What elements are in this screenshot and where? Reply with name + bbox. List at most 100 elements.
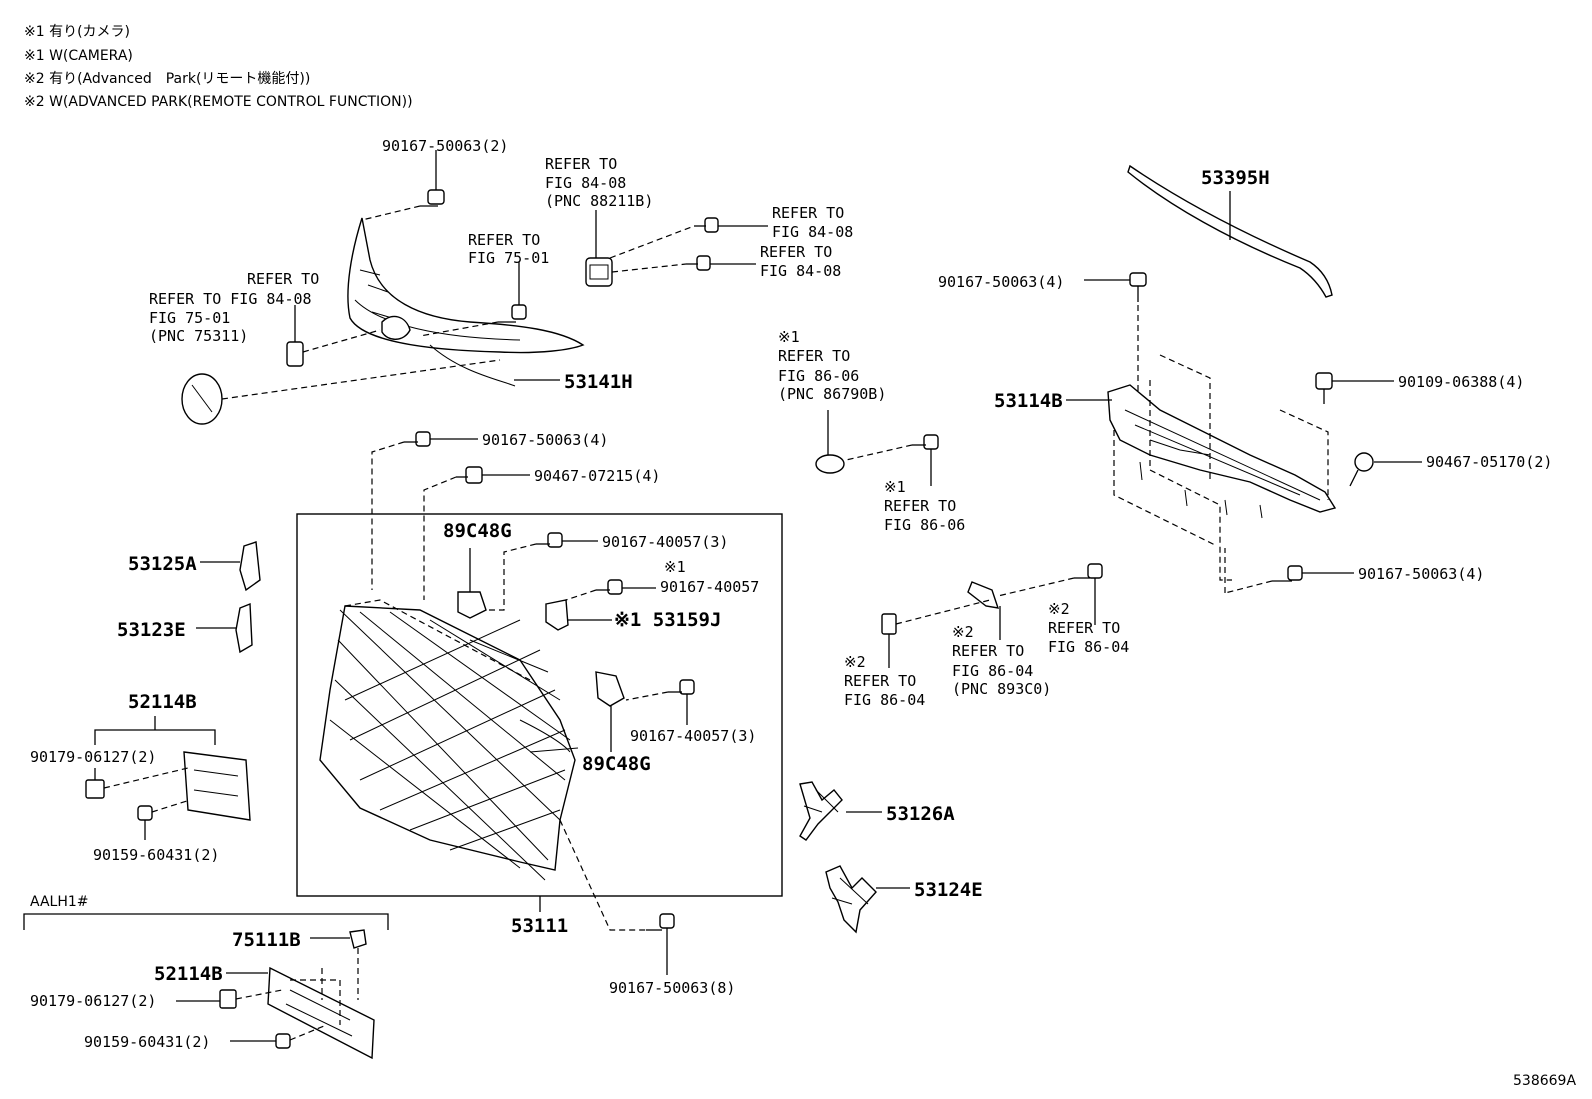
part-number-52114B-lower[interactable]: 52114B (154, 963, 223, 985)
clip-53123E-part[interactable] (235, 602, 253, 654)
part-number-53111[interactable]: 53111 (511, 915, 568, 937)
label-90159-60431-2-lower: 90159-60431(2) (84, 1033, 210, 1051)
label-90109-06388-4: 90109-06388(4) (1398, 373, 1524, 391)
label-90167-40057-3-upper: 90167-40057(3) (602, 533, 728, 551)
label-refer-to-8: REFER TO (1048, 619, 1120, 637)
figure-id: 538669A (1513, 1073, 1576, 1089)
label-fig-84-08-1: FIG 84-08 (545, 174, 626, 192)
front-emblem-part[interactable] (181, 373, 223, 425)
clip-75111B-part[interactable] (349, 929, 367, 949)
label-90167-40057-3-lower: 90167-40057(3) (630, 727, 756, 745)
bolt-90109-06388[interactable] (1315, 372, 1333, 404)
small-clip-note2[interactable] (881, 613, 897, 635)
label-fig-86-06-1: FIG 86-06 (778, 367, 859, 385)
part-number-53123E[interactable]: 53123E (117, 619, 186, 641)
screw-refer-86-04[interactable] (1074, 563, 1103, 579)
label-refer-to-1: REFER TO (545, 155, 617, 173)
screw-refer-86-06[interactable] (912, 434, 939, 450)
camera-sensor-part[interactable] (815, 454, 845, 474)
license-plate-bracket-upper[interactable] (183, 751, 251, 821)
label-fig-84-08-3: FIG 84-08 (760, 262, 841, 280)
screw-90167-50063-grille-top[interactable] (404, 431, 431, 447)
clip-53125A-part[interactable] (239, 541, 261, 592)
label-fig-75-01-1: FIG 75-01 (468, 249, 549, 267)
label-90179-06127-2-upper: 90179-06127(2) (30, 748, 156, 766)
sensor-bracket-note2[interactable] (967, 581, 1000, 609)
label-fig-86-04-3: FIG 86-04 (844, 691, 925, 709)
label-refer-to-6: REFER TO (778, 347, 850, 365)
part-number-89C48G-upper[interactable]: 89C48G (443, 520, 512, 542)
part-number-53395H[interactable]: 53395H (1201, 167, 1270, 189)
nut-90179-06127-upper[interactable] (85, 779, 105, 799)
upper-bumper-garnish-part[interactable] (347, 217, 585, 387)
bumper-bracket-part[interactable] (1107, 384, 1337, 519)
label-note1-screw: ※1 (884, 478, 906, 496)
label-refer-to-fig-84-08: REFER TO FIG 84-08 (149, 290, 312, 308)
label-note2-screw: ※2 (1048, 600, 1070, 618)
part-number-53126A[interactable]: 53126A (886, 803, 955, 825)
screw-90167-40057-upper[interactable] (536, 532, 563, 548)
bolt-90159-60431-lower[interactable] (275, 1033, 291, 1049)
label-refer-to-10: REFER TO (844, 672, 916, 690)
emblem-53126A-part[interactable] (799, 781, 843, 841)
screw-90167-40057-lower[interactable] (668, 679, 695, 695)
note-2-jp: ※2 有り(Advanced Park(リモート機能付)) (24, 71, 310, 87)
label-fig-84-08-2: FIG 84-08 (772, 223, 853, 241)
part-number-52114B-upper[interactable]: 52114B (128, 691, 197, 713)
sensor-bracket-89C48G-upper[interactable] (457, 591, 487, 619)
label-note1-sensor: ※1 (778, 328, 800, 346)
note-2-en: ※2 W(ADVANCED PARK(REMOTE CONTROL FUNCTI… (24, 94, 413, 110)
screw-90167-50063-8[interactable] (646, 913, 675, 931)
part-number-89C48G-lower[interactable]: 89C48G (582, 753, 651, 775)
sensor-bracket-89C48G-lower[interactable] (595, 671, 625, 707)
part-number-75111B[interactable]: 75111B (232, 929, 301, 951)
note-1-en: ※1 W(CAMERA) (24, 48, 133, 64)
label-90167-40057-note1: 90167-40057 (660, 578, 759, 596)
label-pnc-86790b: (PNC 86790B) (778, 385, 886, 403)
radiator-grille-part[interactable] (319, 605, 579, 881)
label-90159-60431-2-upper: 90159-60431(2) (93, 846, 219, 864)
label-90167-50063-4-grille: 90167-50063(4) (482, 431, 608, 449)
label-90467-05170-2: 90467-05170(2) (1426, 453, 1552, 471)
bolt-90167-50063-lower-right[interactable] (1272, 565, 1303, 582)
part-number-53159J[interactable]: ※1 53159J (614, 609, 721, 631)
label-pnc-893c0: (PNC 893C0) (952, 680, 1051, 698)
part-number-53141H[interactable]: 53141H (564, 371, 633, 393)
label-refer-to-5: REFER TO (247, 270, 319, 288)
bracket-53159J-part[interactable] (545, 599, 569, 631)
label-fig-75-01-2: FIG 75-01 (149, 309, 230, 327)
screw-refer-84-08-a[interactable] (694, 217, 719, 233)
label-note1-bolt: ※1 (664, 558, 686, 576)
part-number-53114B[interactable]: 53114B (994, 390, 1063, 412)
label-refer-to-3: REFER TO (760, 243, 832, 261)
part-number-53125A[interactable]: 53125A (128, 553, 197, 575)
note-1-jp: ※1 有り(カメラ) (24, 24, 130, 40)
label-fig-86-04-1: FIG 86-04 (1048, 638, 1129, 656)
screw-90467-07215[interactable] (456, 466, 483, 484)
label-90167-50063-4-lower-right: 90167-50063(4) (1358, 565, 1484, 583)
label-note2-clip: ※2 (844, 653, 866, 671)
fastener-90167-50063-top[interactable] (420, 189, 445, 207)
screw-refer-75-01[interactable] (498, 304, 527, 323)
label-refer-to-7: REFER TO (884, 497, 956, 515)
nut-90179-06127-lower[interactable] (219, 989, 237, 1009)
emblem-53124E-part[interactable] (825, 865, 877, 934)
screw-90167-40057-note1[interactable] (596, 579, 623, 595)
label-90179-06127-2-lower: 90179-06127(2) (30, 992, 156, 1010)
bolt-90167-50063-right[interactable] (1129, 272, 1147, 302)
screw-refer-84-08-b[interactable] (686, 255, 711, 271)
bolt-90159-60431-upper[interactable] (137, 805, 153, 821)
label-refer-to-9: REFER TO (952, 642, 1024, 660)
screw-90467-05170[interactable] (1349, 452, 1374, 487)
label-refer-to-2: REFER TO (772, 204, 844, 222)
small-clip-refer-84-08[interactable] (286, 341, 304, 367)
label-note2-bracket: ※2 (952, 623, 974, 641)
label-fig-86-06-2: FIG 86-06 (884, 516, 965, 534)
label-90467-07215-4: 90467-07215(4) (534, 467, 660, 485)
camera-unit-part[interactable] (585, 257, 613, 287)
label-pnc-75311: (PNC 75311) (149, 327, 248, 345)
label-refer-to-4: REFER TO (468, 231, 540, 249)
part-number-53124E[interactable]: 53124E (914, 879, 983, 901)
